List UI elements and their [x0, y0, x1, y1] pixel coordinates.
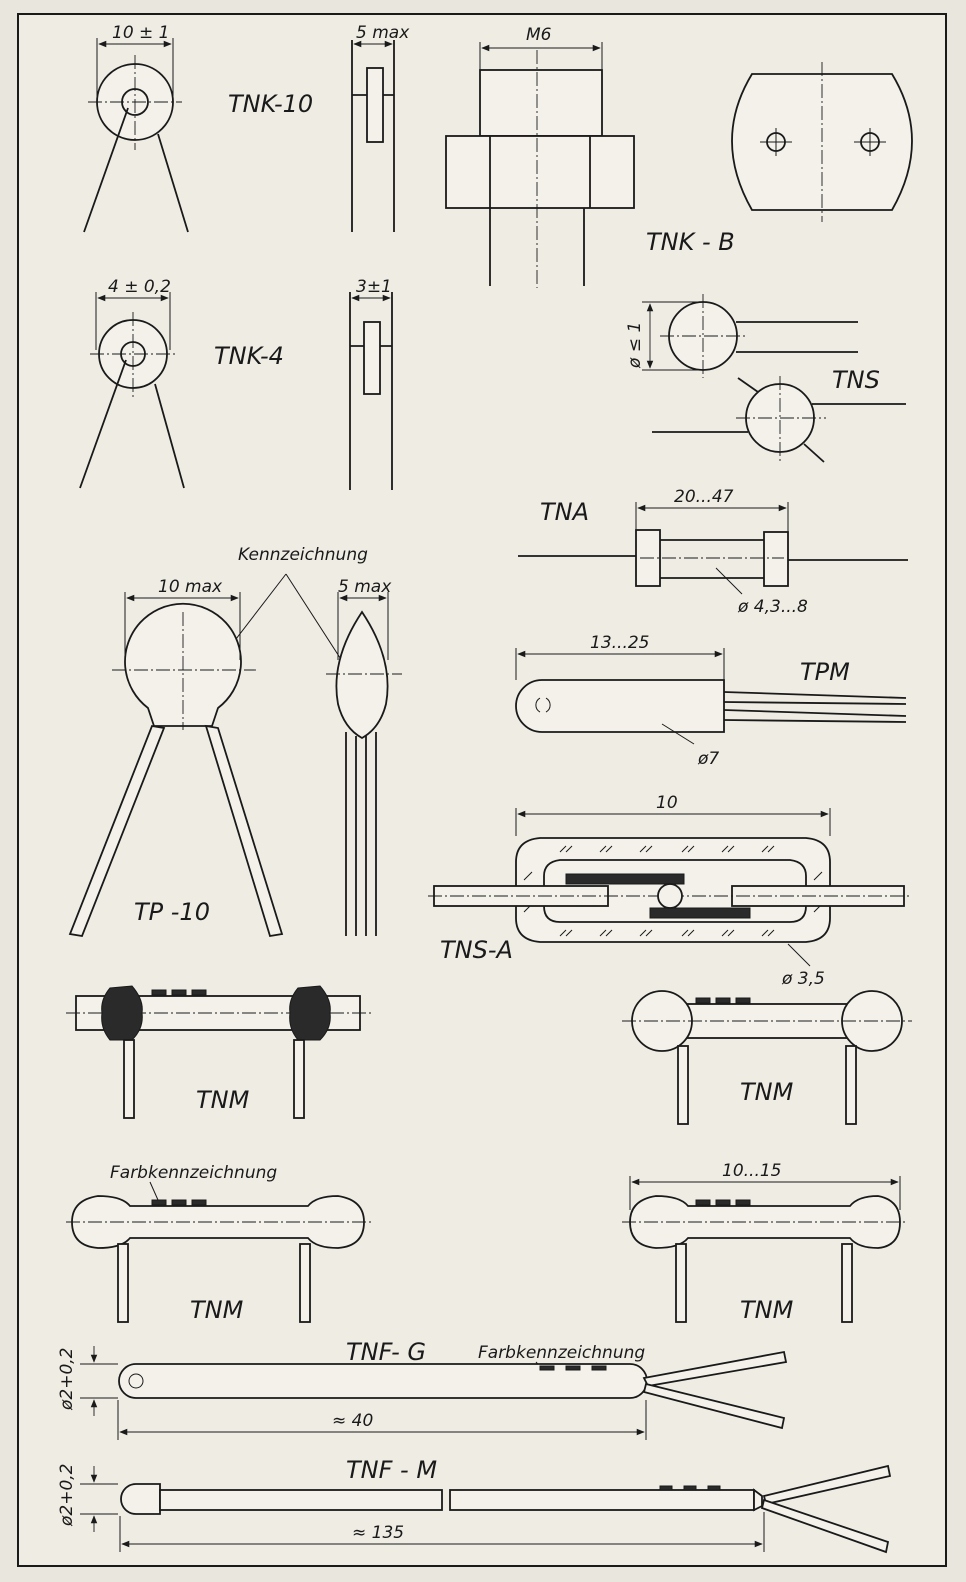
tnfg-diameter-dimension: ø2+0,2 — [57, 1348, 77, 1412]
tnm3-label: TNM — [190, 1296, 244, 1324]
tpm-length-dimension: 13...25 — [590, 633, 649, 653]
tnk4-side-view — [349, 292, 393, 490]
tns-diameter-dimension: ø ≤ 1 — [625, 322, 645, 369]
tnk10-thickness-dimension: 5 max — [356, 23, 410, 43]
tpm-diagram — [515, 648, 907, 745]
tnfm-diagram — [80, 1464, 892, 1554]
kennzeichnung-label: Kennzeichnung — [238, 545, 368, 565]
tnsa-length-dimension: 10 — [656, 793, 678, 813]
tp10-front-view — [68, 592, 284, 938]
tnk4-thickness-dimension: 3±1 — [356, 277, 392, 297]
tnsa-diagram — [428, 808, 912, 967]
farbkennzeichnung-label-1: Farbkennzeichnung — [110, 1163, 277, 1183]
tp10-thickness-dimension: 5 max — [338, 577, 392, 597]
tpm-diameter-dimension: ø7 — [697, 749, 719, 769]
tns-diagram — [642, 294, 906, 463]
farbkennzeichnung-label-2: Farbkennzeichnung — [478, 1343, 645, 1363]
tpm-label: TPM — [800, 658, 850, 686]
tnm1-diagram — [66, 985, 372, 1119]
tnsa-diameter-dimension: ø 3,5 — [781, 969, 825, 989]
tnm4-length-dimension: 10...15 — [722, 1161, 781, 1181]
tnfg-length-dimension: ≈ 40 — [332, 1411, 373, 1431]
tnfg-label: TNF- G — [346, 1338, 426, 1366]
tns-label: TNS — [832, 366, 880, 394]
tnfm-label: TNF - M — [346, 1456, 437, 1484]
tnk10-label: TNK-10 — [228, 90, 313, 118]
tnkb-thread-dimension: M6 — [526, 25, 552, 45]
tnm4-diagram — [622, 1176, 908, 1323]
tnkb-side-view — [445, 42, 635, 288]
tnfg-diagram — [80, 1346, 788, 1440]
tnkb-label: TNK - B — [646, 228, 735, 256]
tna-diagram — [518, 502, 908, 595]
tnm2-label: TNM — [740, 1078, 794, 1106]
tnfm-length-dimension: ≈ 135 — [352, 1523, 404, 1543]
sheet-frame — [17, 13, 947, 1567]
tp10-label: TP -10 — [134, 898, 210, 926]
tp10-width-dimension: 10 max — [158, 577, 223, 597]
tna-diameter-dimension: ø 4,3...8 — [737, 597, 808, 617]
tnk4-width-dimension: 4 ± 0,2 — [108, 277, 171, 297]
tnm2-diagram — [622, 990, 912, 1125]
tnm1-label: TNM — [196, 1086, 250, 1114]
tnk10-width-dimension: 10 ± 1 — [112, 23, 170, 43]
tna-label: TNA — [540, 498, 589, 526]
tna-length-dimension: 20...47 — [674, 487, 734, 507]
tnk10-front-view — [83, 38, 189, 233]
tnm4-label: TNM — [740, 1296, 794, 1324]
tnsa-label: TNS-A — [440, 936, 513, 964]
tnm3-diagram — [66, 1181, 372, 1323]
tnk4-front-view — [79, 292, 185, 489]
tnk4-label: TNK-4 — [214, 342, 284, 370]
tnkb-top-view — [731, 62, 913, 222]
tp10-side-view — [326, 592, 402, 936]
tnfm-diameter-dimension: ø2+0,2 — [57, 1464, 77, 1528]
tnk10-side-view — [351, 40, 395, 232]
